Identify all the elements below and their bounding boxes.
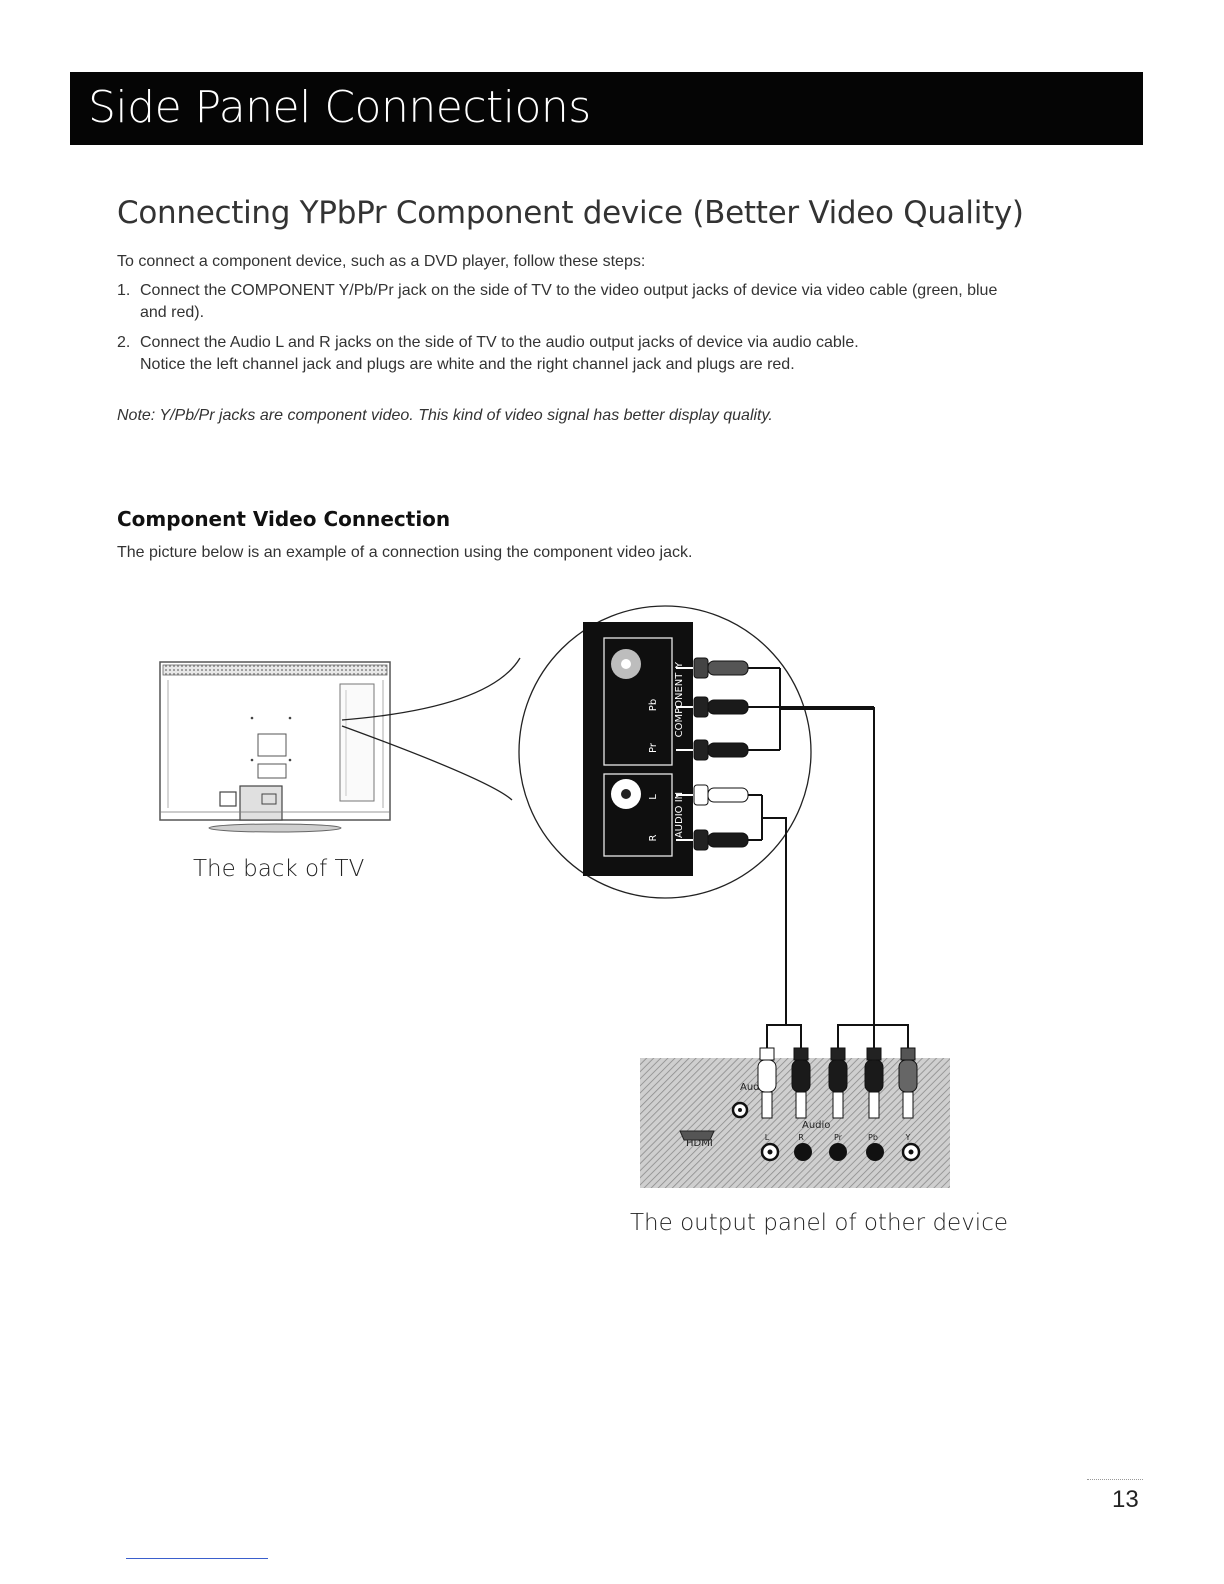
component-label: COMPONENT <box>674 672 685 738</box>
zoom-callout <box>341 605 812 899</box>
hdmi-label: HDMI <box>686 1138 713 1149</box>
device-jack-l: L <box>765 1133 770 1142</box>
step-text: Connect the COMPONENT Y/Pb/Pr jack on th… <box>140 282 998 299</box>
step-number: 1. <box>117 282 131 299</box>
jack-label-pb: Pb <box>648 699 659 711</box>
device-jack-pr: Pr <box>834 1133 843 1142</box>
steps-list: 1. Connect the COMPONENT Y/Pb/Pr jack on… <box>117 280 1127 384</box>
jack-label-r: R <box>648 834 659 841</box>
device-jack-y: Y <box>905 1133 911 1142</box>
device-plug-audio-l <box>757 1047 777 1119</box>
tv-side-panel: Y Pb Pr COMPONENT L R AUDIO IN <box>583 622 693 876</box>
step-item: 2. Connect the Audio L and R jacks on th… <box>117 332 1127 376</box>
device-jack-r: R <box>798 1133 804 1142</box>
device-plug-y <box>898 1047 918 1119</box>
tv-back-caption: The back of TV <box>193 856 365 882</box>
plug-y <box>676 657 780 679</box>
jack-label-l: L <box>648 794 659 800</box>
step-continuation: and red). <box>140 304 205 321</box>
footer-line <box>126 1558 268 1559</box>
cables <box>761 668 909 1048</box>
device-panel-caption: The output panel of other device <box>630 1210 1008 1236</box>
audio-in-label: AUDIO IN <box>674 792 685 838</box>
step-text: Connect the Audio L and R jacks on the s… <box>140 334 859 351</box>
note-text: Note: Y/Pb/Pr jacks are component video.… <box>117 407 773 424</box>
section-heading: Connecting YPbPr Component device (Bette… <box>117 195 1024 231</box>
jack-label-y: Y <box>674 661 685 669</box>
intro-text: To connect a component device, such as a… <box>117 253 646 270</box>
device-audio-label: Audio <box>802 1120 830 1131</box>
device-plug-audio-r <box>791 1047 811 1119</box>
device-plug-pb <box>864 1047 884 1119</box>
step-item: 1. Connect the COMPONENT Y/Pb/Pr jack on… <box>117 280 1127 324</box>
plug-audio-l <box>676 784 762 806</box>
step-continuation: Notice the left channel jack and plugs a… <box>140 356 795 373</box>
plug-audio-r <box>676 829 762 851</box>
jack-label-pr: Pr <box>648 742 659 753</box>
tv-back-illustration <box>159 661 391 833</box>
component-video-heading: Component Video Connection <box>117 507 451 531</box>
plug-pb <box>676 696 874 718</box>
component-video-description: The picture below is an example of a con… <box>117 544 693 561</box>
device-side-plugs <box>757 1047 918 1119</box>
page-number-rule <box>1087 1479 1143 1480</box>
title-banner: Side Panel Connections <box>70 72 1143 145</box>
step-number: 2. <box>117 334 131 351</box>
page-title: Side Panel Connections <box>88 82 591 133</box>
device-jack-pb: Pb <box>868 1133 878 1142</box>
device-plug-pr <box>828 1047 848 1119</box>
plug-pr <box>676 739 780 761</box>
device-audio-label-top: Aud <box>740 1082 760 1093</box>
page-number: 13 <box>1112 1486 1139 1513</box>
tv-side-plugs <box>676 657 874 851</box>
